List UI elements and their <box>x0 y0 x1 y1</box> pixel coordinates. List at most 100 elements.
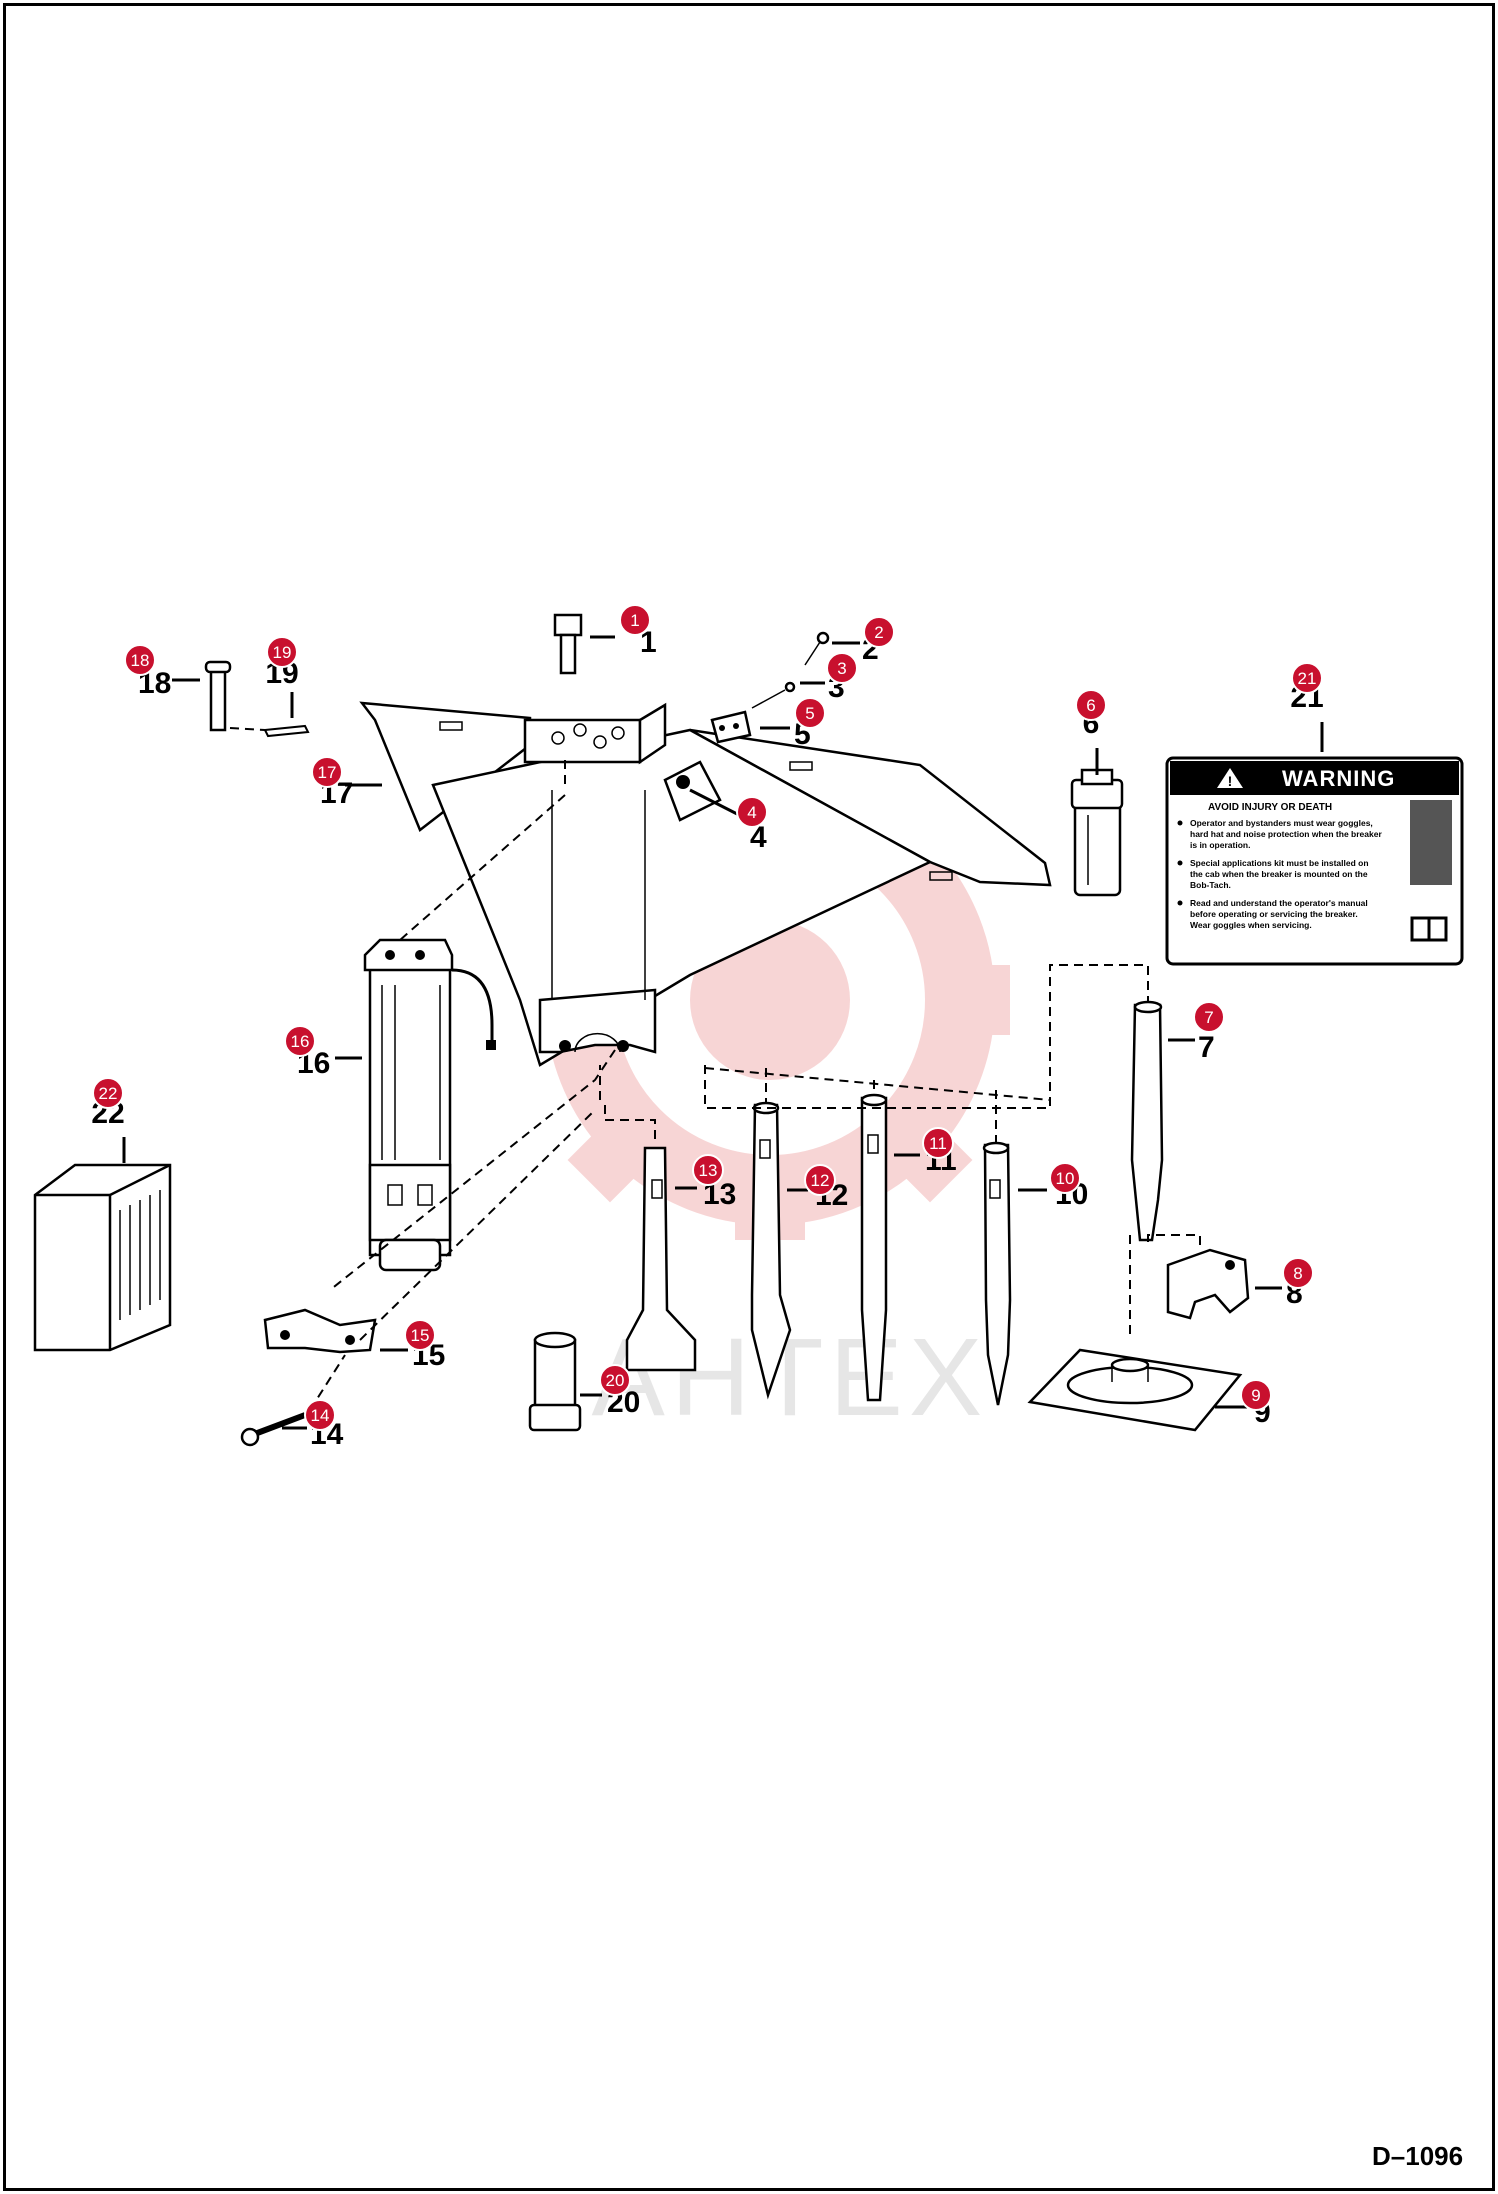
callout-badge: 11 <box>922 1127 954 1159</box>
callout-label: 7 <box>1198 1031 1215 1064</box>
svg-text:!: ! <box>1228 773 1233 789</box>
washer-3 <box>751 681 796 709</box>
tool-13-chisel <box>625 1146 697 1372</box>
diagram-frame <box>3 3 1495 2191</box>
tool-7-moil-point <box>1130 1000 1164 1242</box>
tool-12-chisel <box>750 1101 792 1400</box>
callout-badge: 9 <box>1240 1379 1272 1411</box>
callout-badge-number: 20 <box>606 1371 625 1390</box>
callout-label: 4 <box>750 821 767 854</box>
screw-2 <box>804 631 830 666</box>
callout-badge-number: 5 <box>805 704 814 723</box>
breaker-16 <box>363 938 496 1272</box>
callout-label: 1 <box>640 626 657 659</box>
callout-1: 11 <box>590 604 657 659</box>
warning-bullet: Operator and bystanders must wear goggle… <box>1177 818 1382 850</box>
tool-11-chisel <box>860 1093 888 1402</box>
bolt-14 <box>240 1412 307 1447</box>
callout-badge-number: 15 <box>411 1326 430 1345</box>
warning-subheading: AVOID INJURY OR DEATH <box>1208 802 1332 813</box>
callout-badge-number: 16 <box>291 1032 310 1051</box>
callout-badge: 7 <box>1193 1001 1225 1033</box>
callout-badge: 18 <box>124 644 156 676</box>
tool-10-moil-point <box>982 1141 1012 1406</box>
retainer-plate-15 <box>263 1308 377 1354</box>
warning-bullet-text: Read and understand the operator's manua… <box>1190 898 1368 930</box>
callout-badge: 22 <box>92 1077 124 1109</box>
warning-bullet: Special applications kit must be install… <box>1177 858 1369 890</box>
callout-6: 66 <box>1075 689 1107 775</box>
callout-3: 33 <box>800 652 858 704</box>
warning-bullet-text: Special applications kit must be install… <box>1190 858 1369 890</box>
callout-badge: 1 <box>619 604 651 636</box>
mounting-frame <box>359 701 1052 1067</box>
callout-badge-number: 18 <box>131 651 150 670</box>
callout-badge-number: 3 <box>837 659 846 678</box>
callout-badge: 2 <box>863 616 895 648</box>
callout-badge: 4 <box>736 796 768 828</box>
bracket-5 <box>710 710 752 744</box>
callout-7: 77 <box>1168 1001 1225 1064</box>
callout-badge: 12 <box>804 1164 836 1196</box>
callout-badge-number: 11 <box>929 1134 947 1153</box>
callout-badge-number: 12 <box>811 1171 830 1190</box>
callout-badge-number: 6 <box>1086 696 1095 715</box>
callout-badge: 15 <box>404 1319 436 1351</box>
callout-badge: 16 <box>284 1025 316 1057</box>
hydraulic-filter-6 <box>1070 768 1124 897</box>
callout-badge: 13 <box>692 1154 724 1186</box>
assembly-lines <box>229 727 1201 1411</box>
warning-heading: WARNING <box>1282 766 1395 791</box>
callout-badge-number: 10 <box>1056 1169 1075 1188</box>
callout-badge: 10 <box>1049 1162 1081 1194</box>
callout-badge-number: 1 <box>630 611 639 630</box>
callout-badge-number: 19 <box>273 643 292 662</box>
base-plate-9 <box>1027 1348 1243 1432</box>
callout-badge: 20 <box>599 1364 631 1396</box>
callout-badge-number: 4 <box>747 803 756 822</box>
callout-badge-number: 2 <box>874 623 883 642</box>
storage-case-22 <box>33 1163 172 1352</box>
bushing-20 <box>528 1331 582 1432</box>
clip-19 <box>263 724 310 738</box>
bolt-1 <box>553 613 583 675</box>
callout-badge: 5 <box>794 697 826 729</box>
callout-badge-number: 9 <box>1251 1386 1260 1405</box>
pin-18 <box>204 660 232 732</box>
callout-badge: 6 <box>1075 689 1107 721</box>
callout-badge: 19 <box>266 636 298 668</box>
callout-5: 55 <box>760 697 826 751</box>
callout-badge: 3 <box>826 652 858 684</box>
callout-badge-number: 14 <box>311 1406 330 1425</box>
callout-badge: 14 <box>304 1399 336 1431</box>
warning-bullets: Operator and bystanders must wear goggle… <box>1177 818 1382 930</box>
callout-badge: 21 <box>1291 662 1323 694</box>
warning-decal-21: ! WARNING AVOID INJURY OR DEATH Operator… <box>1165 756 1464 966</box>
callout-badge-number: 8 <box>1293 1264 1302 1283</box>
callout-badge-number: 17 <box>318 763 337 782</box>
leader-line <box>689 788 746 820</box>
callout-2: 22 <box>832 616 895 666</box>
callout-badge: 17 <box>311 756 343 788</box>
callout-badge-number: 22 <box>99 1084 118 1103</box>
drawing-code: D–1096 <box>1372 2141 1463 2171</box>
callout-8: 88 <box>1255 1257 1314 1310</box>
warning-bullet-text: Operator and bystanders must wear goggle… <box>1190 818 1382 850</box>
callout-badge-number: 7 <box>1204 1008 1213 1027</box>
callout-badge-number: 13 <box>699 1161 718 1180</box>
